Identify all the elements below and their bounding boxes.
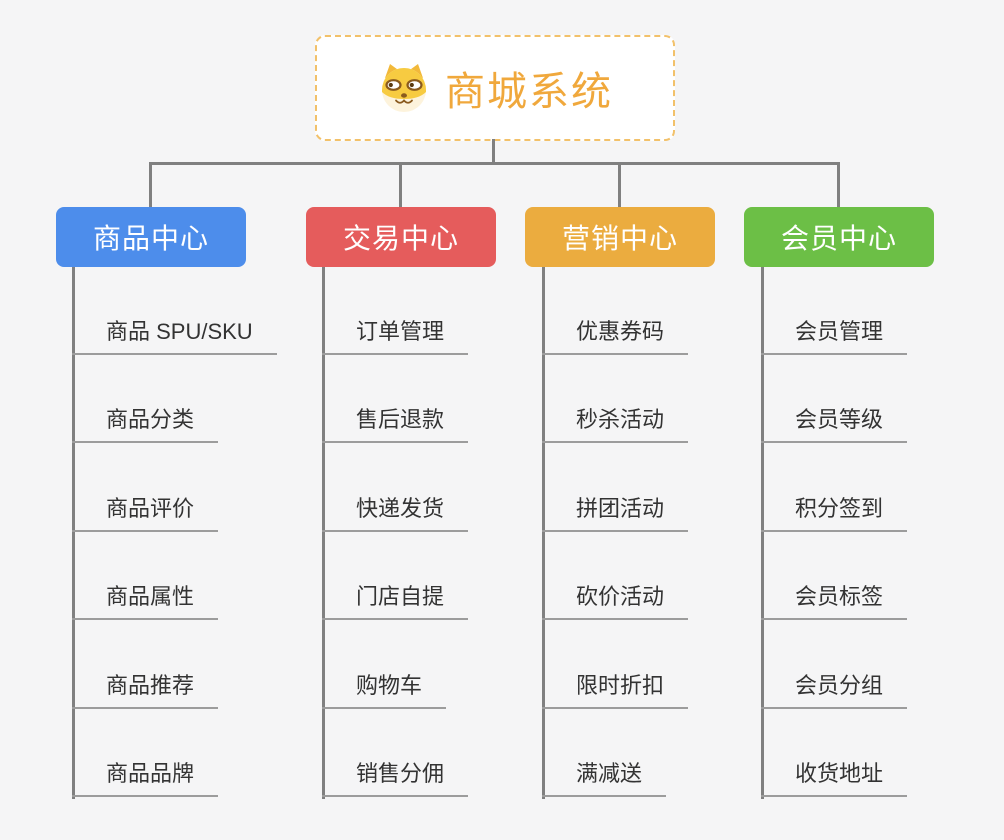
child-node[interactable]: 订单管理 (322, 266, 469, 355)
child-node[interactable]: 商品品牌 (72, 709, 277, 797)
connector-trunk-marketing (542, 266, 545, 799)
child-node[interactable]: 商品属性 (72, 532, 277, 621)
child-node[interactable]: 收货地址 (761, 709, 908, 797)
child-node[interactable]: 门店自提 (322, 532, 469, 621)
connector-drop-marketing (618, 162, 621, 208)
child-node[interactable]: 会员标签 (761, 532, 908, 621)
child-node[interactable]: 售后退款 (322, 355, 469, 444)
child-node[interactable]: 拼团活动 (542, 443, 689, 532)
connector-trunk-member (761, 266, 764, 799)
child-node[interactable]: 会员等级 (761, 355, 908, 444)
connector-drop-trade (399, 162, 402, 208)
child-node[interactable]: 购物车 (322, 620, 468, 709)
branch-children-product-center: 商品 SPU/SKU 商品分类 商品评价 商品属性 商品推荐 商品品牌 (72, 266, 277, 797)
child-node[interactable]: 快递发货 (322, 443, 469, 532)
branch-children-trade-center: 订单管理 售后退款 快递发货 门店自提 购物车 销售分佣 (322, 266, 469, 797)
child-node[interactable]: 砍价活动 (542, 532, 689, 621)
child-node[interactable]: 积分签到 (761, 443, 908, 532)
child-node[interactable]: 会员分组 (761, 620, 908, 709)
connector-trunk-trade (322, 266, 325, 799)
child-node[interactable]: 优惠券码 (542, 266, 689, 355)
branch-header-product-center[interactable]: 商品中心 (56, 207, 246, 267)
connector-trunk-product (72, 266, 75, 799)
root-title: 商城系统 (445, 70, 613, 114)
branch-header-member-center[interactable]: 会员中心 (744, 207, 934, 267)
connector-root-stub (492, 139, 495, 164)
child-node[interactable]: 商品推荐 (72, 620, 277, 709)
child-node[interactable]: 商品评价 (72, 443, 277, 532)
branch-children-marketing-center: 优惠券码 秒杀活动 拼团活动 砍价活动 限时折扣 满减送 (542, 266, 689, 797)
connector-drop-product (149, 162, 152, 208)
child-node[interactable]: 商品 SPU/SKU (72, 266, 277, 355)
dog-face-icon (377, 63, 431, 113)
child-node[interactable]: 商品分类 (72, 355, 277, 444)
connector-drop-member (837, 162, 840, 208)
child-node[interactable]: 秒杀活动 (542, 355, 689, 444)
root-node-mall-system[interactable]: 商城系统 (315, 35, 675, 141)
child-node[interactable]: 会员管理 (761, 266, 908, 355)
child-node[interactable]: 限时折扣 (542, 620, 689, 709)
child-node[interactable]: 销售分佣 (322, 709, 469, 797)
connector-horizontal-bar (150, 162, 840, 165)
branch-header-marketing-center[interactable]: 营销中心 (525, 207, 715, 267)
branch-children-member-center: 会员管理 会员等级 积分签到 会员标签 会员分组 收货地址 (761, 266, 908, 797)
child-node[interactable]: 满减送 (542, 709, 688, 797)
branch-header-trade-center[interactable]: 交易中心 (306, 207, 496, 267)
